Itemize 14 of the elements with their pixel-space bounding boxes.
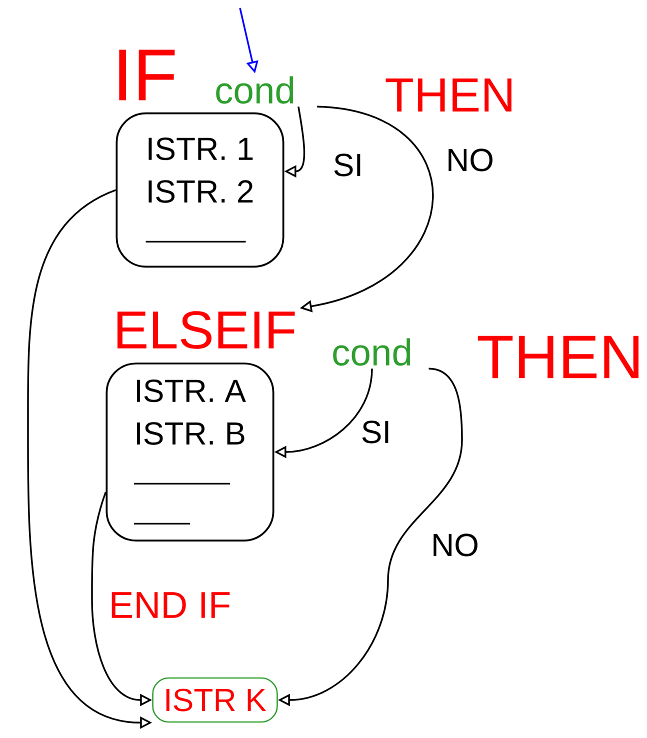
condition-text: cond (216, 76, 294, 104)
edge-label: SI (330, 151, 366, 179)
edge-label: NO (443, 146, 497, 174)
keyword-text: THEN (478, 336, 638, 378)
end-statement-box: ISTR K (152, 677, 278, 723)
condition-text: cond (333, 338, 410, 366)
keyword-text: END IF (112, 592, 230, 618)
keyword-text: THEN (386, 78, 512, 112)
keyword-text: ELSEIF (117, 311, 295, 349)
keyword-text: IF (119, 50, 175, 100)
statement-box: ISTR. A ISTR. B (106, 362, 274, 542)
statement-box: ISTR. 1 ISTR. 2 (116, 112, 284, 268)
edge-label: NO (428, 531, 482, 559)
edge-label: SI (358, 418, 394, 446)
